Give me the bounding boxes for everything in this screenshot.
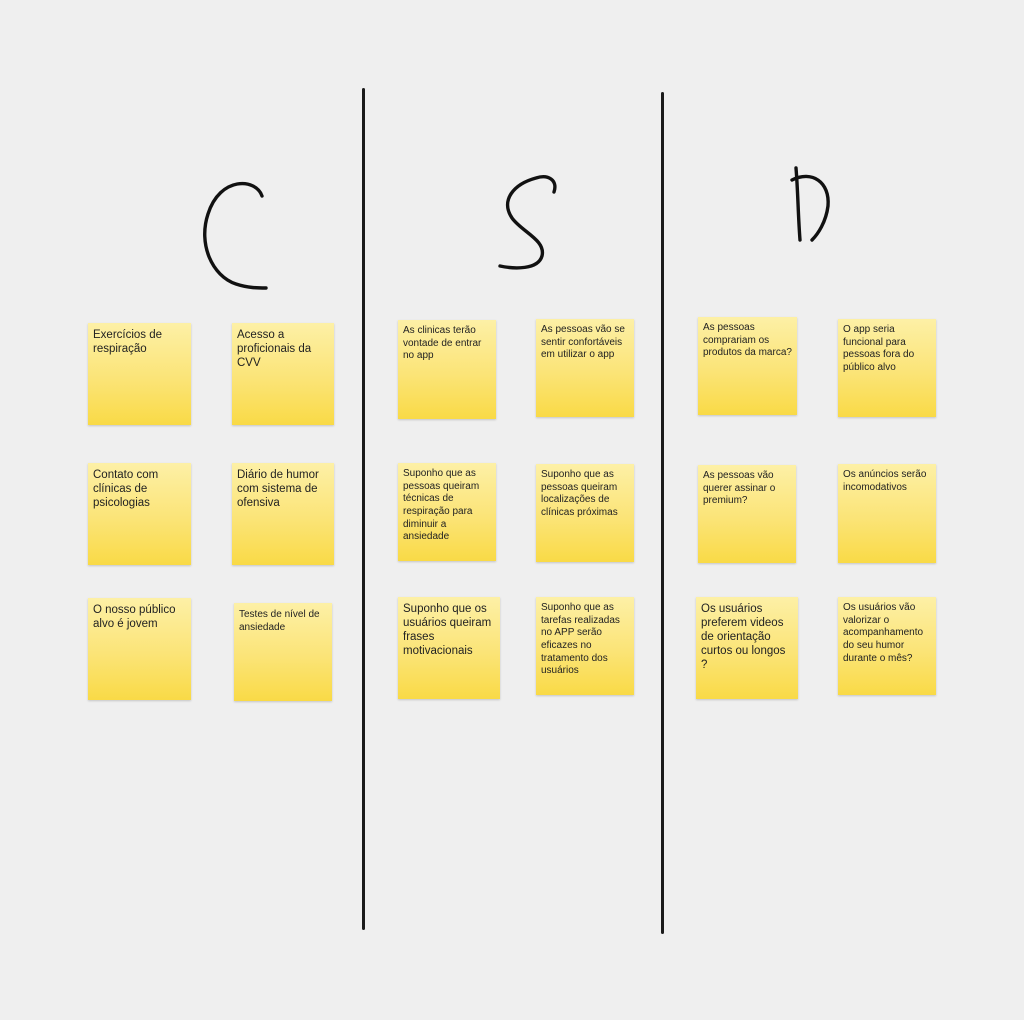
sticky-note-text: Os usuários preferem videos de orientaçã… (701, 603, 786, 672)
sticky-note-text: Diário de humor com sistema de ofensiva (237, 469, 319, 510)
sticky-note-text: Os usuários vão valorizar o acompanhamen… (843, 602, 924, 664)
sticky-note-text: Suponho que as pessoas queiram técnicas … (403, 468, 480, 543)
sticky-note[interactable]: Testes de nível de ansiedade (234, 603, 332, 701)
sticky-note-text: As clinicas terão vontade de entrar no a… (403, 325, 482, 362)
sticky-note[interactable]: Suponho que as pessoas queiram técnicas … (398, 463, 496, 561)
sticky-note-text: Contato com clínicas de psicologias (93, 469, 159, 510)
sticky-note-text: Os anúncios serão incomodativos (843, 469, 927, 493)
sticky-note-text: O app seria funcional para pessoas fora … (843, 324, 915, 374)
sticky-note-text: Suponho que as pessoas queiram localizaç… (541, 469, 618, 519)
sticky-note[interactable]: O app seria funcional para pessoas fora … (838, 319, 936, 417)
sticky-note-text: Testes de nível de ansiedade (239, 609, 320, 633)
sticky-note[interactable]: Suponho que os usuários queiram frases m… (398, 597, 500, 699)
sticky-note-text: Acesso a proficionais da CVV (237, 329, 312, 370)
sticky-note[interactable]: Exercícios de respiração (88, 323, 191, 425)
sticky-note[interactable]: O nosso público alvo é jovem (88, 598, 191, 700)
sticky-note-text: O nosso público alvo é jovem (93, 604, 176, 631)
sticky-note-text: As pessoas vão se sentir confortáveis em… (541, 324, 625, 361)
column-divider-right (661, 92, 664, 934)
sticky-note[interactable]: As clinicas terão vontade de entrar no a… (398, 320, 496, 419)
sticky-note[interactable]: As pessoas comprariam os produtos da mar… (698, 317, 797, 415)
column-divider-left (362, 88, 365, 930)
sticky-note[interactable]: As pessoas vão se sentir confortáveis em… (536, 319, 634, 417)
sticky-note[interactable]: Os usuários preferem videos de orientaçã… (696, 597, 798, 699)
sticky-note[interactable]: Acesso a proficionais da CVV (232, 323, 334, 425)
sticky-note-text: Exercícios de respiração (93, 329, 163, 356)
column-heading-d (790, 166, 830, 242)
sticky-note-text: As pessoas comprariam os produtos da mar… (703, 322, 792, 359)
column-heading-c (203, 181, 268, 290)
sticky-note[interactable]: As pessoas vão querer assinar o premium? (698, 465, 796, 563)
sticky-note-text: Suponho que os usuários queiram frases m… (403, 603, 492, 658)
sticky-note[interactable]: Os anúncios serão incomodativos (838, 464, 936, 563)
sticky-note-text: As pessoas vão querer assinar o premium? (703, 470, 776, 507)
sticky-note-text: Suponho que as tarefas realizadas no APP… (541, 602, 620, 677)
column-heading-s (498, 175, 557, 270)
sticky-note[interactable]: Contato com clínicas de psicologias (88, 463, 191, 565)
sticky-note[interactable]: Os usuários vão valorizar o acompanhamen… (838, 597, 936, 695)
sticky-note[interactable]: Diário de humor com sistema de ofensiva (232, 463, 334, 565)
sticky-note[interactable]: Suponho que as tarefas realizadas no APP… (536, 597, 634, 695)
sticky-note[interactable]: Suponho que as pessoas queiram localizaç… (536, 464, 634, 562)
